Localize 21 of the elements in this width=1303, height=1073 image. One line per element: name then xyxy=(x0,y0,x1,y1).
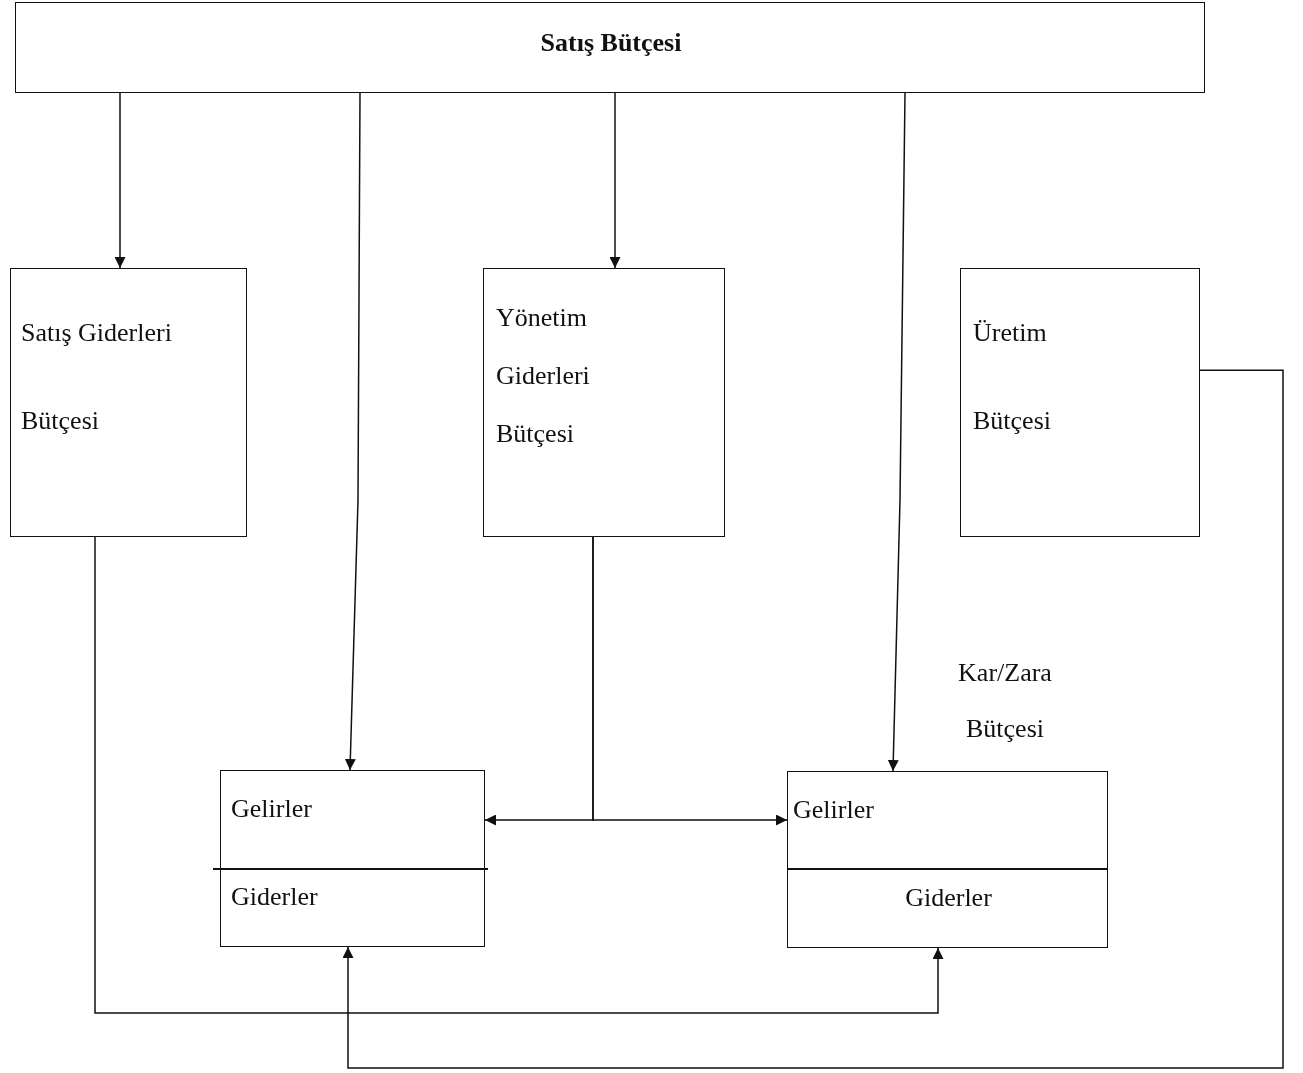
node-label: Satış Bütçesi xyxy=(539,27,683,59)
arrow xyxy=(342,369,1284,1069)
node-label: Giderler xyxy=(904,882,993,914)
arrow xyxy=(94,536,944,1014)
arrow xyxy=(592,536,788,826)
budget-label: Kar/Zara Bütçesi xyxy=(957,657,1053,745)
budget-box xyxy=(483,268,725,537)
budget-box xyxy=(15,2,1205,93)
income-expense-box xyxy=(787,771,1108,948)
budget-box xyxy=(10,268,247,537)
node-label: Üretim Bütçesi xyxy=(973,317,1052,437)
arrow xyxy=(609,92,621,269)
budget-box xyxy=(960,268,1200,537)
arrow xyxy=(344,92,361,771)
node-label: Gelirler xyxy=(793,794,875,826)
node-label: Yönetim Giderleri Bütçesi xyxy=(496,302,591,450)
node-label: Satış Giderleri Bütçesi xyxy=(21,317,173,437)
arrow xyxy=(114,92,126,269)
arrow xyxy=(887,92,906,772)
node-label: Giderler xyxy=(231,881,319,913)
node-label: Gelirler xyxy=(231,793,313,825)
